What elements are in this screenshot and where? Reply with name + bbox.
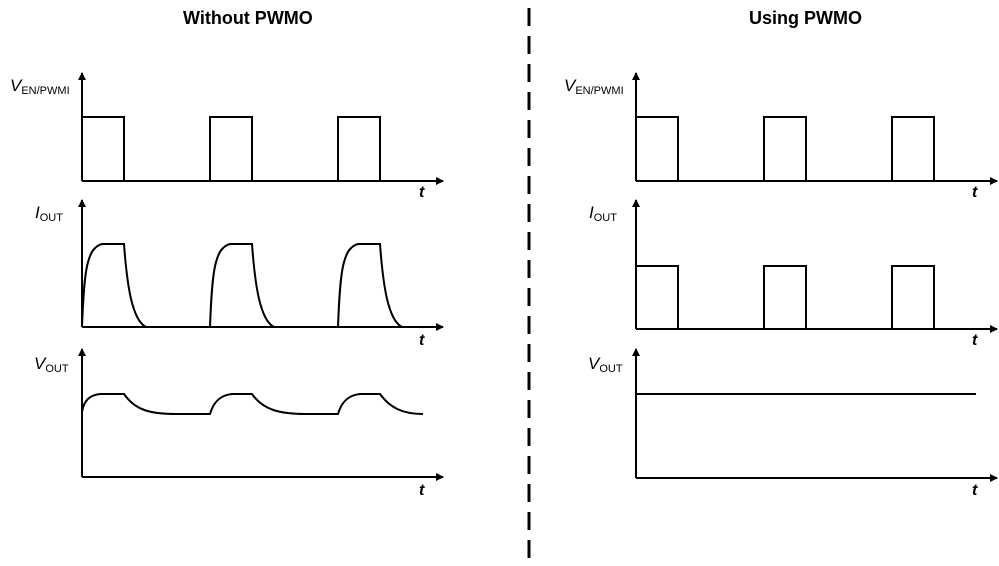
panel-title-using-pwmo: Using PWMO (749, 8, 862, 28)
right-iout-label: IOUT (589, 203, 617, 224)
right-iout-t-label: t (972, 332, 978, 349)
left-vout-waveform (81, 393, 424, 415)
left-ven-label: VEN/PWMI (10, 76, 70, 97)
left-vout-t-label: t (419, 482, 425, 499)
right-vout-t-label: t (972, 482, 978, 499)
right-iout-plot (632, 199, 998, 333)
left-ven-waveform (82, 116, 381, 182)
left-vout-plot (78, 348, 444, 481)
panel-title-without-pwmo: Without PWMO (183, 8, 313, 28)
left-iout-plot (78, 199, 444, 331)
left-vout-label: VOUT (34, 354, 69, 375)
left-ven-plot (78, 72, 444, 185)
left-iout-t-label: t (419, 332, 425, 349)
left-ven-t-label: t (419, 184, 425, 201)
right-ven-t-label: t (972, 184, 978, 201)
right-ven-waveform (636, 116, 935, 182)
left-iout-label: IOUT (35, 203, 63, 224)
right-vout-label: VOUT (588, 354, 623, 375)
right-iout-waveform (636, 265, 935, 330)
right-ven-plot (632, 72, 998, 185)
right-vout-plot (632, 348, 998, 482)
right-ven-label: VEN/PWMI (564, 76, 624, 97)
left-iout-waveform (81, 243, 403, 328)
